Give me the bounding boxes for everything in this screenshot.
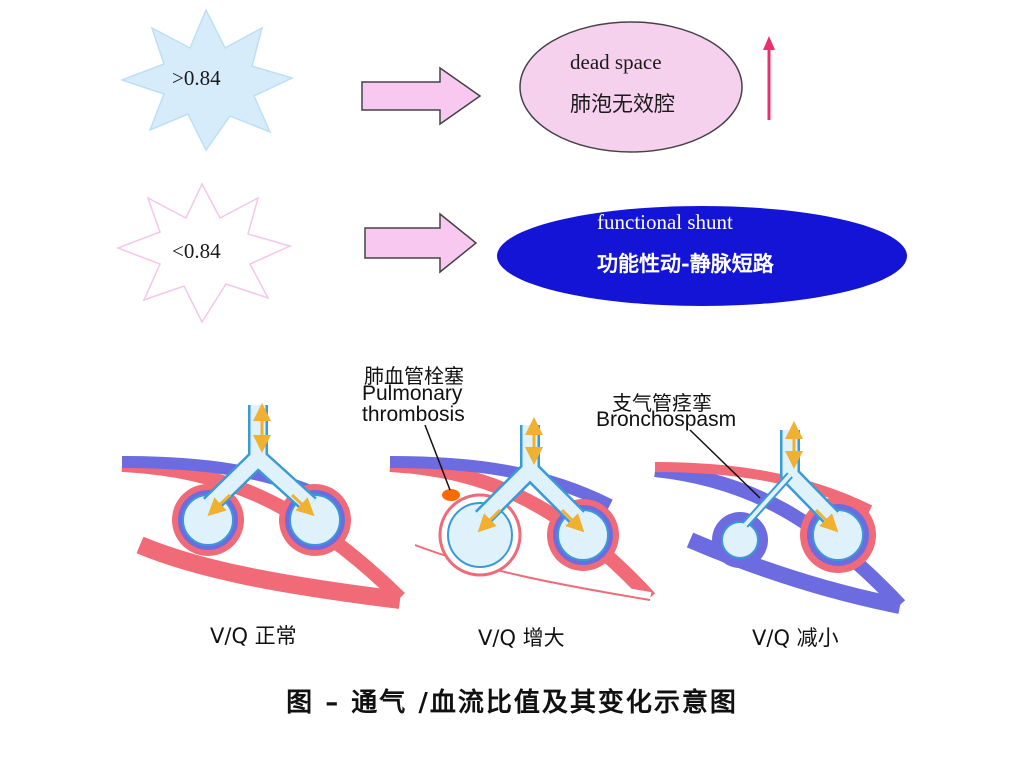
top-graphics <box>115 8 907 324</box>
star-high <box>119 8 295 152</box>
right-arrow-2 <box>364 212 478 274</box>
pe-label-cn: 肺血管栓塞 <box>364 364 464 388</box>
shunt-en: functional shunt <box>597 210 733 234</box>
panel-increased <box>389 417 656 608</box>
functional-shunt-ellipse <box>497 206 907 306</box>
panel-decreased <box>654 421 906 614</box>
vq-diagram <box>121 403 906 614</box>
panel-normal <box>121 403 405 609</box>
figure-caption: 图 – 通气 /血流比值及其变化示意图 <box>286 688 738 718</box>
dead-space-cn: 肺泡无效腔 <box>570 92 675 116</box>
panel-caption-decreased: V/Q 减小 <box>752 626 839 650</box>
clot-marker <box>442 489 460 501</box>
shunt-cn: 功能性动-静脉短路 <box>597 251 774 276</box>
panel-caption-increased: V/Q 增大 <box>478 626 565 650</box>
panel-caption-normal: V/Q 正常 <box>210 624 297 648</box>
dead-space-ellipse <box>519 21 743 153</box>
star-low <box>115 182 293 324</box>
pe-label-en1: Pulmonary <box>362 382 463 405</box>
pe-label-en2: thrombosis <box>362 403 465 426</box>
star-low-label: <0.84 <box>172 239 221 263</box>
up-arrow-icon <box>763 36 775 50</box>
right-arrow-1 <box>361 66 482 126</box>
bs-label-en: Bronchospasm <box>596 408 737 431</box>
star-high-label: >0.84 <box>172 66 221 90</box>
dead-space-en: dead space <box>570 50 662 74</box>
bs-label-cn: 支气管痉挛 <box>612 391 712 415</box>
